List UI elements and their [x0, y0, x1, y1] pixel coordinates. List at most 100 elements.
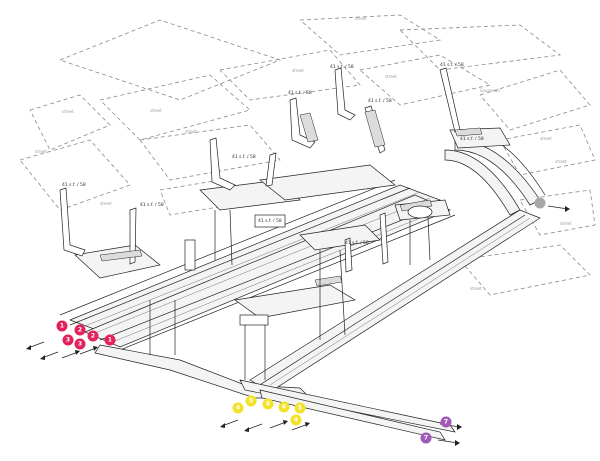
street-outlines: [19, 14, 596, 296]
marker-purple: 7: [420, 432, 432, 444]
tower: [334, 67, 356, 121]
arrow-head: [305, 422, 310, 427]
marker-dot: [262, 398, 274, 410]
marker-purple: 7: [440, 416, 452, 428]
marker-yellow: 6: [278, 401, 290, 413]
arrow: [269, 421, 287, 429]
marker-red: 3: [74, 338, 86, 350]
arrow-head: [93, 346, 98, 351]
marker-number: 5: [298, 405, 302, 412]
arrow-head: [26, 345, 31, 350]
stair: [314, 275, 343, 287]
towers: [59, 67, 483, 287]
tower: [209, 137, 236, 191]
marker-number: 2: [78, 327, 82, 334]
street-label: street: [540, 136, 552, 141]
column: [427, 217, 431, 261]
tower-label: 41 s.f. / 58: [258, 218, 282, 224]
street-outline: [29, 94, 111, 151]
marker-number: 3: [78, 341, 82, 348]
marker-yellow: 4: [290, 414, 302, 426]
bottom-tube: [239, 379, 456, 433]
tube-edge: [254, 214, 526, 389]
mezzanine: [74, 244, 161, 279]
tower-label: 41 s.f. / 58: [440, 62, 464, 68]
stair: [299, 112, 319, 143]
marker-dot: [74, 324, 86, 336]
tower-label: 41 s.f. / 58: [345, 240, 369, 246]
street-label: street: [185, 129, 197, 134]
tower: [265, 152, 277, 187]
support-columns: [149, 209, 431, 380]
street-outline: [519, 189, 596, 236]
marker-yellow: 5: [245, 395, 257, 407]
tower-labels: 41 s.f. / 58 41 s.f. / 58 41 s.f. / 58 4…: [62, 62, 484, 246]
arrow: [61, 351, 79, 359]
rail-line: [79, 191, 421, 329]
marker-gray: [534, 197, 546, 209]
marker-number: 2: [91, 333, 95, 340]
street-label: street: [100, 201, 112, 206]
street-outline: [479, 69, 591, 131]
street-outline: [359, 54, 492, 106]
rail-line: [109, 207, 446, 344]
tube-edge: [69, 187, 411, 326]
tower: [59, 187, 86, 257]
arrow-head: [220, 423, 225, 428]
marker-dot: [56, 320, 68, 332]
curved-tube: [444, 149, 521, 216]
tower-label: 41 s.f. / 58: [368, 98, 392, 104]
marker-dot: [104, 334, 116, 346]
marker-dot: [62, 334, 74, 346]
street-label: street: [35, 149, 47, 154]
street-label: street: [150, 108, 162, 113]
marker-red: 2: [74, 324, 86, 336]
tower: [439, 67, 461, 133]
street-label: street: [355, 16, 367, 21]
column: [229, 209, 233, 266]
street-outline: [459, 244, 591, 296]
stair: [99, 249, 143, 262]
marker-dot: [294, 402, 306, 414]
tower: [129, 207, 137, 265]
street-outline: [219, 49, 361, 101]
tower: [344, 237, 353, 273]
tower-label: 41 s.f. / 58: [330, 64, 354, 70]
street-outline: [19, 139, 131, 211]
street-label: street: [62, 109, 74, 114]
marker-dot: [440, 416, 452, 428]
mezzanine: [234, 284, 356, 319]
marker-dot: [87, 330, 99, 342]
street-label: street: [292, 68, 304, 73]
marker-yellow: 4: [232, 402, 244, 414]
marker-red: 3: [62, 334, 74, 346]
bottom-tube: [259, 389, 446, 441]
stair: [364, 109, 386, 148]
mezzanine: [299, 224, 381, 251]
tower-label: 41 s.f. / 58: [62, 182, 86, 188]
street-outline: [299, 14, 442, 56]
tower-label: 41 s.f. / 58: [460, 136, 484, 142]
street-label: Savannah: [480, 88, 500, 93]
marker-red: 2: [87, 330, 99, 342]
direction-arrows: [26, 205, 570, 446]
rail-line: [89, 197, 431, 336]
marker-number: 6: [282, 404, 286, 411]
platform-box: [239, 314, 269, 326]
marker-dot: [74, 338, 86, 350]
marker-yellow: 5: [294, 402, 306, 414]
marker-number: 3: [66, 337, 70, 344]
marker-number: 6: [266, 401, 270, 408]
arrow-head: [75, 350, 80, 355]
marker-number: 1: [60, 323, 64, 330]
arrow: [291, 423, 309, 431]
marker-dot: [278, 401, 290, 413]
marker-dot: [534, 197, 546, 209]
marker-dot: [232, 402, 244, 414]
arrow: [79, 347, 97, 355]
platform-box: [254, 214, 286, 228]
arrow-head: [455, 440, 460, 446]
street-labels: street street street street street stree…: [35, 16, 572, 291]
